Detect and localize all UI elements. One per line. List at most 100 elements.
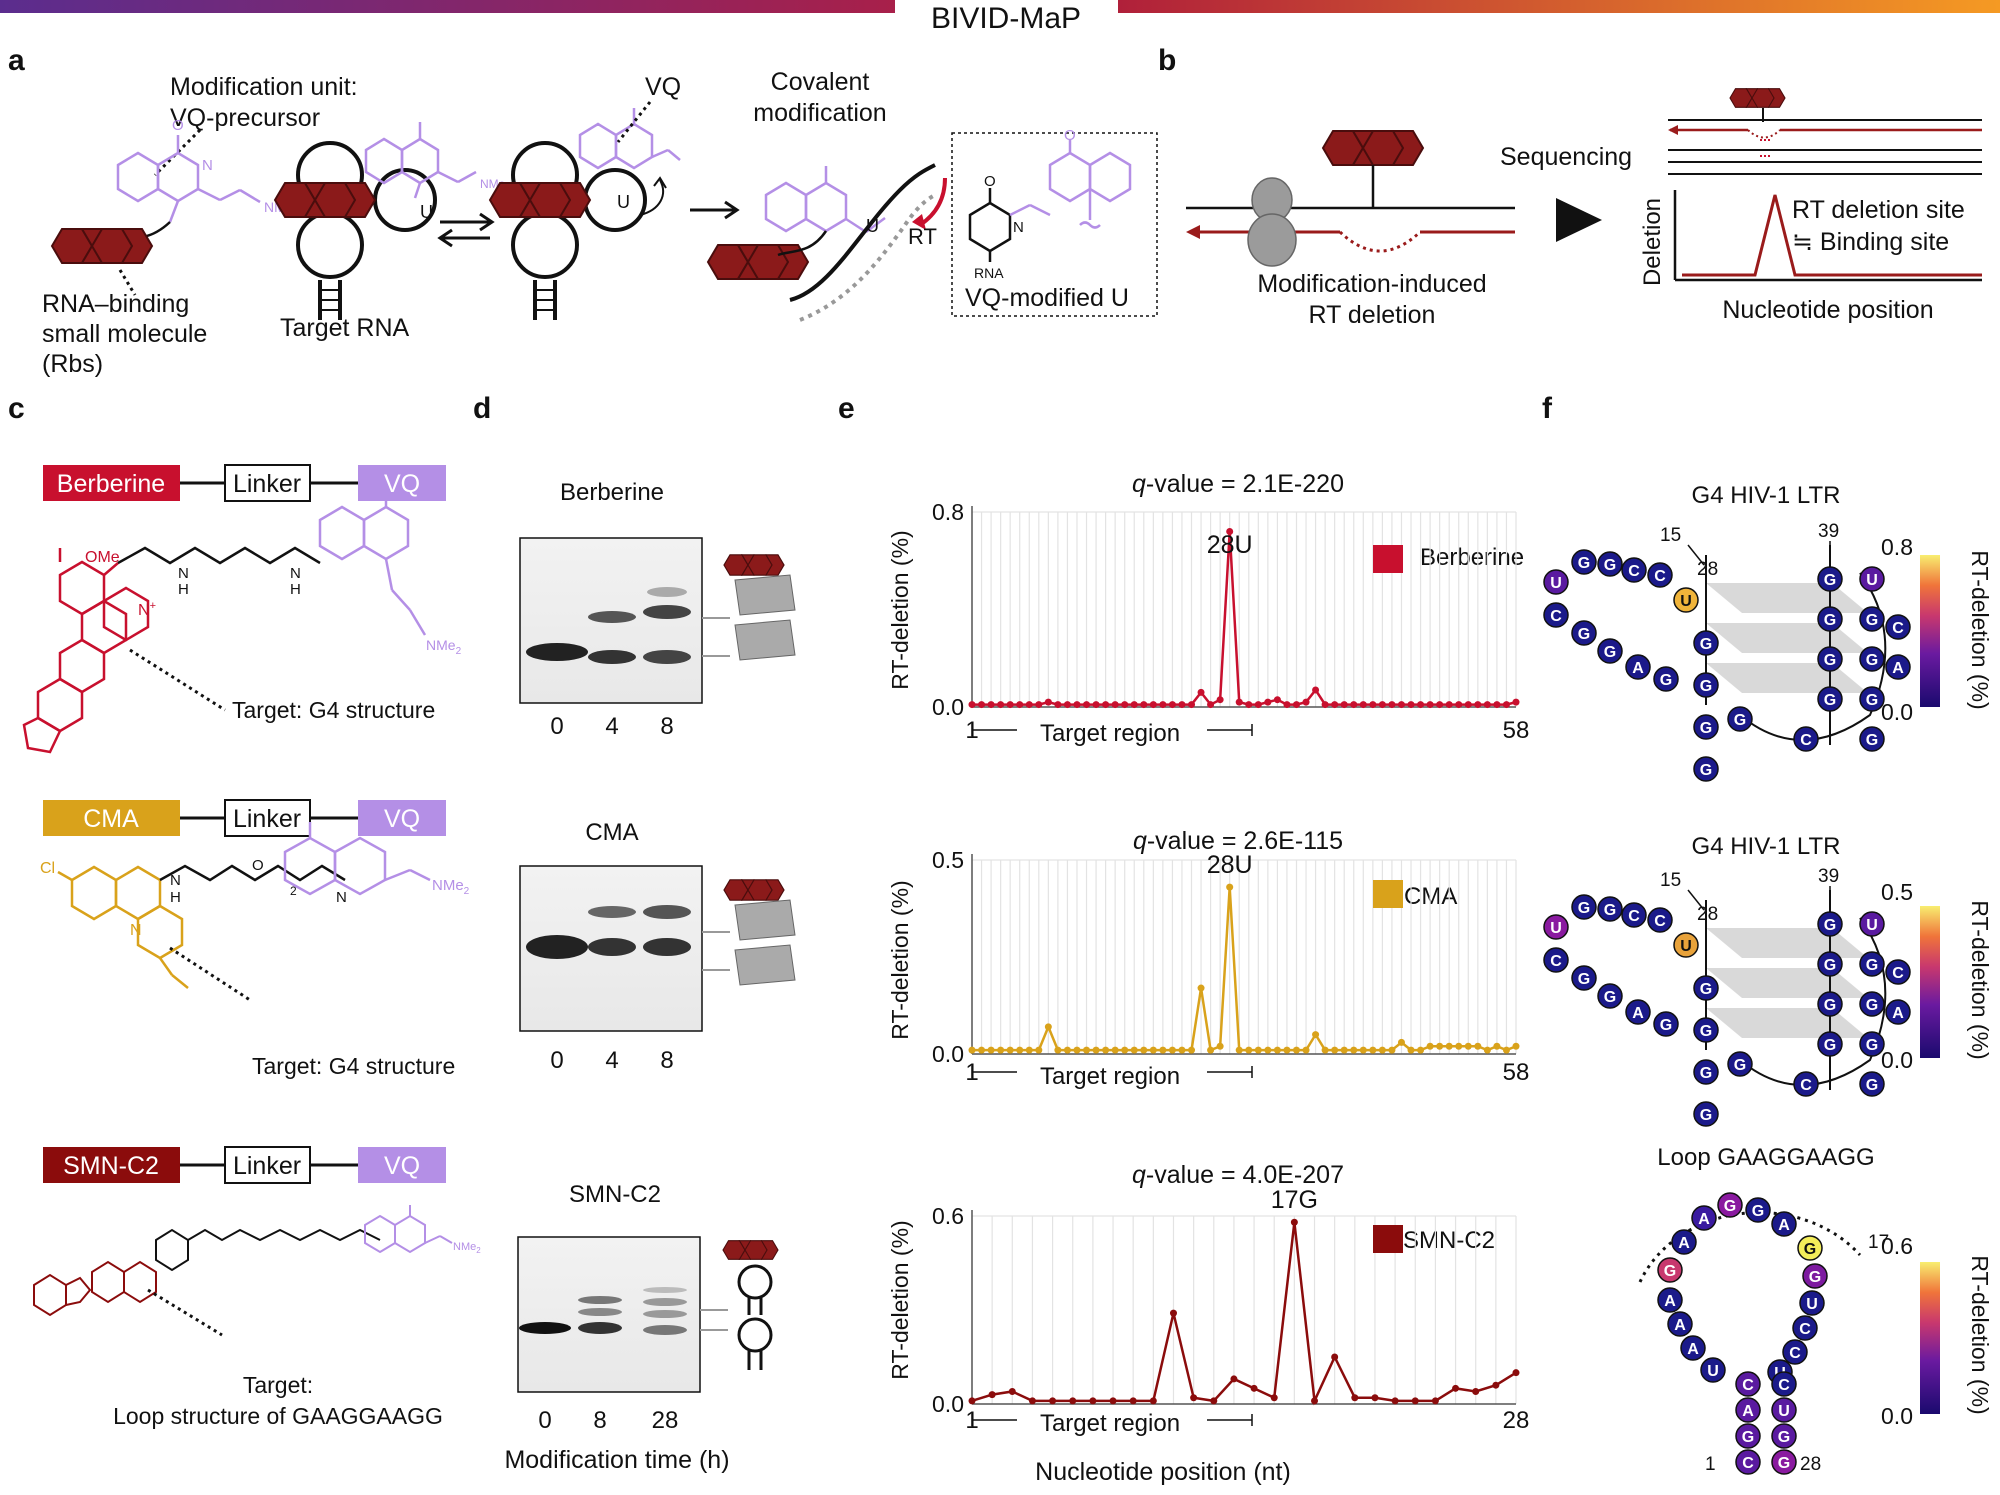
gel-1-lane-3: 8	[660, 713, 673, 740]
g4-left-loop-nucleotide-letter: C	[1628, 908, 1640, 925]
g4-inner-column-nucleotide	[1693, 1017, 1719, 1043]
smn-structure	[33, 1260, 157, 1317]
chart-0-data-point	[1130, 701, 1138, 709]
g4-plane	[1706, 583, 1868, 613]
cma-n: N	[130, 922, 142, 939]
chart-2-data-point	[1472, 1387, 1480, 1395]
chart-0-data-point	[1245, 701, 1253, 709]
mod-unit-label-1: Modification unit:	[170, 73, 358, 101]
chart-0-peak-label: 28U	[1207, 531, 1253, 559]
chart-0-data-point	[1292, 701, 1300, 709]
chart-0-data-point	[1378, 701, 1386, 709]
gel-2-icon-g4	[734, 899, 796, 986]
g4-left-column-nucleotide	[1597, 983, 1623, 1009]
structure-title-3: Loop GAAGGAAGG	[1657, 1144, 1874, 1171]
gel-3-icon-hairpin	[737, 1264, 773, 1370]
g4-inner-column-nucleotide	[1673, 587, 1699, 613]
header-bar-right	[1118, 0, 2000, 13]
chart-1-data-point	[1102, 1046, 1110, 1054]
chart-2-data-point	[988, 1391, 996, 1399]
chart-1-data-point	[1016, 1046, 1024, 1054]
chart-1-data-point	[1283, 1046, 1291, 1054]
chart-0-data-point	[1417, 701, 1425, 709]
g4-bottom-nucleotide-letter: G	[1734, 1057, 1746, 1074]
hairpin-right-stem-nucleotide	[1771, 1371, 1797, 1397]
vq-mod-n1: N	[1013, 219, 1024, 236]
rbs-bound-b	[1322, 130, 1424, 166]
cma-box	[43, 800, 180, 836]
chart-1-series-line	[972, 887, 1517, 1052]
chart-2-ytick: 0.0	[932, 1391, 964, 1417]
smn-box	[43, 1147, 180, 1183]
g4-right-column-1-nucleotide	[1793, 1071, 1819, 1097]
chart-1-data-point	[1130, 1046, 1138, 1054]
vq-modified-u-structure	[968, 140, 1132, 262]
chart-0-data-point	[1407, 701, 1415, 709]
rt-arrowhead	[912, 214, 926, 230]
chart-1-data-point	[1369, 1046, 1377, 1054]
g4-right-column-1-nucleotide-letter: G	[1824, 917, 1836, 934]
hairpin-loop-nucleotide	[1745, 1197, 1771, 1223]
gel-2-lane-1: 0	[550, 1047, 563, 1074]
hairpin-label-28: 28	[1800, 1454, 1821, 1475]
chart-1-data-point	[1054, 1046, 1062, 1054]
hairpin-loop-nucleotide-letter: A	[1698, 1211, 1710, 1228]
g4-right-loop-nucleotide	[1885, 959, 1911, 985]
g4-right-column-2-nucleotide	[1859, 911, 1885, 937]
chart-2-data-point	[1452, 1384, 1460, 1392]
chart-2-data-point	[1089, 1397, 1097, 1405]
chart-0-data-point	[1121, 701, 1129, 709]
g4-label-15: 15	[1660, 525, 1681, 546]
chart-0-data-point	[1044, 698, 1052, 706]
hairpin-right-stem-nucleotide	[1792, 1315, 1818, 1341]
chart-2-data-point	[1290, 1218, 1298, 1226]
chart-0-data-point	[1197, 688, 1205, 696]
hairpin-loop-nucleotide	[1691, 1205, 1717, 1231]
chart-1-data-point	[1464, 1042, 1472, 1050]
berberine-structure	[22, 548, 150, 754]
gel-xlabel: Modification time (h)	[504, 1446, 729, 1474]
chart-2-data-point	[1149, 1397, 1157, 1405]
chart-0-data-point	[1483, 701, 1491, 709]
cma-nh: N	[170, 872, 181, 889]
chart-2-ylabel: RT-deletion (%)	[887, 1220, 913, 1379]
panel-b: b Modification-induced RT deletion Seque…	[1158, 44, 1982, 329]
chart-1-data-point	[1159, 1046, 1167, 1054]
chart-1-data-point	[1197, 984, 1205, 992]
g4-right-column-2-nucleotide-letter: G	[1866, 652, 1878, 669]
chart-smn: q-value = 4.0E-207 RT-deletion (%) SMN-C…	[887, 1161, 1529, 1437]
chart-2-data-point	[1230, 1375, 1238, 1383]
hairpin-left-stem-nucleotide-letter: A	[1687, 1341, 1699, 1358]
colorbar-2-top: 0.5	[1881, 879, 1913, 905]
deletion-trace	[1682, 194, 1982, 277]
g4-right-column-2-nucleotide-letter: G	[1866, 692, 1878, 709]
chart-0-data-point	[1035, 701, 1043, 709]
smn-target-2: Loop structure of GAAGGAAGG	[113, 1403, 443, 1429]
cma-nh-2: N	[336, 889, 347, 906]
panel-a: a Modification unit: VQ-precursor O N NM…	[8, 44, 1158, 378]
chart-1-data-point	[1063, 1046, 1071, 1054]
cdna-arrowhead-b	[1186, 225, 1200, 239]
chart-1-data-point	[1436, 1042, 1444, 1050]
berberine-target-pointer	[129, 648, 226, 712]
berberine-linker-h-1: H	[178, 581, 189, 598]
g4-right-column-2-nucleotide-letter: G	[1866, 1077, 1878, 1094]
chart-1-data-point	[1455, 1042, 1463, 1050]
vq-precursor-n1: N	[202, 157, 213, 174]
g4-label-28: 28	[1697, 904, 1718, 925]
g4-right-column-1-nucleotide-letter: G	[1824, 692, 1836, 709]
g4-left-loop-nucleotide-letter: G	[1604, 557, 1616, 574]
chart-1-data-point	[1245, 1046, 1253, 1054]
hairpin-right-stem-nucleotide-letter: U	[1806, 1296, 1818, 1313]
construct-berberine: Berberine Linker VQ	[43, 464, 446, 502]
gel-3-lane-2: 8	[593, 1407, 606, 1434]
chart-1-data-point	[1121, 1046, 1129, 1054]
hairpin-loop-nucleotide	[1671, 1229, 1697, 1255]
hairpin-right-stem-nucleotide-letter: G	[1778, 1455, 1790, 1472]
chart-0-data-point	[1188, 701, 1196, 709]
chart-0-data-point	[1493, 701, 1501, 709]
linker-label-2: Linker	[233, 805, 301, 833]
chart-1-data-point	[1445, 1042, 1453, 1050]
chart-0-xtick: 58	[1503, 717, 1530, 744]
